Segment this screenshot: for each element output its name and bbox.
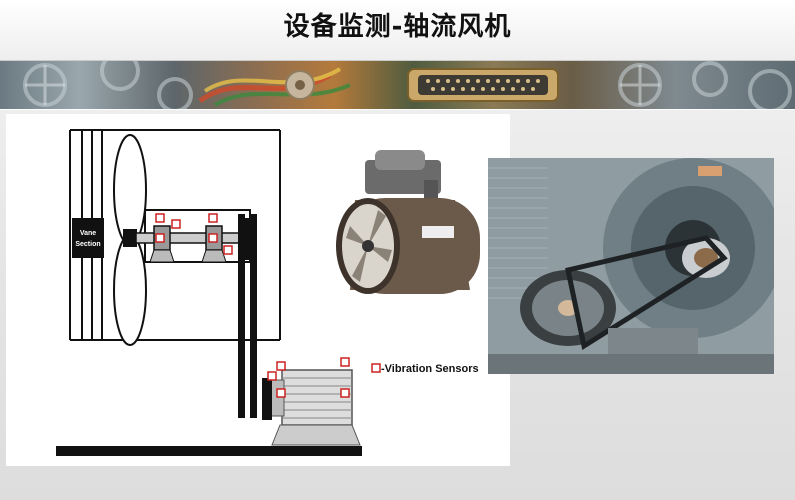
legend-label: -Vibration Sensors — [381, 363, 479, 375]
decorative-banner — [0, 61, 795, 109]
sensor-marker — [155, 233, 165, 243]
sensor-marker — [267, 371, 277, 381]
fan-hub — [123, 229, 137, 247]
belt-drive-photo — [488, 158, 783, 374]
fan-shaft — [135, 232, 242, 244]
sensor-marker — [208, 213, 218, 223]
propeller-blades — [113, 134, 147, 346]
vane-section-box — [72, 218, 104, 258]
sensor-marker — [340, 388, 350, 398]
legend-sensor-swatch — [371, 363, 381, 373]
bearings — [149, 225, 227, 263]
vibration-sensor-markers — [155, 213, 350, 398]
drive-belt — [238, 214, 257, 418]
sensor-marker — [171, 219, 181, 229]
diagram-panel: Vane Section — [6, 114, 510, 466]
motor — [262, 369, 361, 446]
title-bar: 设备监测-轴流风机 — [0, 0, 795, 61]
sensor-marker — [223, 245, 233, 255]
vane-label-line2: Section — [75, 241, 100, 248]
sensor-marker — [208, 233, 218, 243]
sensor-marker — [155, 213, 165, 223]
vane-label-line1: Vane — [80, 230, 96, 237]
sensor-marker — [276, 388, 286, 398]
sensor-marker — [276, 361, 286, 371]
page-title: 设备监测-轴流风机 — [283, 12, 512, 42]
banner-gears-image — [23, 61, 792, 109]
axial-fan-image — [336, 150, 480, 294]
fan-schematic: Vane Section — [56, 129, 480, 456]
belt-drive-photo-image — [488, 158, 783, 374]
base-plate — [56, 446, 362, 456]
sensor-marker — [340, 357, 350, 367]
